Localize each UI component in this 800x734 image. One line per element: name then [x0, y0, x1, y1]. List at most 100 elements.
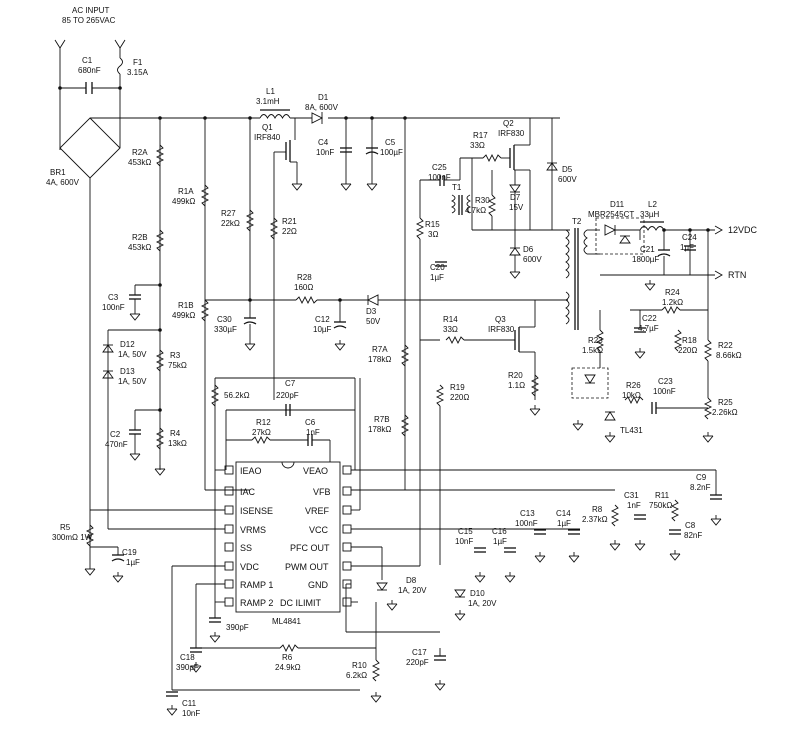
c11-val: 10nF: [182, 709, 200, 718]
c22-val: 4.7µF: [638, 324, 659, 333]
r10-val: 6.2kΩ: [346, 671, 367, 680]
c4-ref: C4: [318, 138, 329, 147]
r2b-ref: R2B: [132, 233, 148, 242]
out-12v: 12VDC: [728, 225, 758, 235]
r27-val: 22kΩ: [221, 219, 240, 228]
r30-val: 4.7kΩ: [465, 206, 486, 215]
d12-ref: D12: [120, 340, 135, 349]
d10-val: 1A, 20V: [468, 599, 497, 608]
l2-ref: L2: [648, 200, 657, 209]
br1-val: 4A, 600V: [46, 178, 80, 187]
c5-ref: C5: [385, 138, 396, 147]
r22-val: 8.66kΩ: [716, 351, 742, 360]
c7-val: 220pF: [276, 391, 299, 400]
ic-right-pins: [342, 465, 352, 607]
c16-ref: C16: [492, 527, 507, 536]
c14-val: 1µF: [557, 519, 571, 528]
c30-val: 330µF: [214, 325, 237, 334]
d13-val: 1A, 50V: [118, 377, 147, 386]
r1a-val: 499kΩ: [172, 197, 195, 206]
r26-ref: R26: [626, 381, 641, 390]
c4-val: 10nF: [316, 148, 334, 157]
q2-ref: Q2: [503, 119, 514, 128]
r29-val: 56.2kΩ: [224, 391, 250, 400]
c19-ref: C19: [122, 548, 137, 557]
c15-val: 10nF: [455, 537, 473, 546]
c22-ref: C22: [642, 314, 657, 323]
d6-ref: D6: [523, 245, 534, 254]
c13-ref: C13: [520, 509, 535, 518]
pin-ramp2: RAMP 2: [240, 598, 273, 608]
c25-val: 100nF: [428, 173, 451, 182]
r15-val: 3Ω: [428, 230, 438, 239]
c1-val: 680nF: [78, 66, 101, 75]
r21-val: 22Ω: [282, 227, 297, 236]
ic-left-pins: [224, 465, 234, 607]
ic-pin-labels: IEAO IAC ISENSE VRMS SS VDC RAMP 1 RAMP …: [240, 466, 331, 608]
d3-ref: D3: [366, 307, 377, 316]
d13-ref: D13: [120, 367, 135, 376]
d7-val: 15V: [509, 203, 524, 212]
r15-ref: R15: [425, 220, 440, 229]
pin-ss: SS: [240, 543, 252, 553]
br1-ref: BR1: [50, 168, 66, 177]
d12-val: 1A, 50V: [118, 350, 147, 359]
input-title: AC INPUT: [72, 6, 109, 15]
c6-ref: C6: [305, 418, 316, 427]
c14-ref: C14: [556, 509, 571, 518]
c23-val: 100nF: [653, 387, 676, 396]
pin-isense: ISENSE: [240, 506, 273, 516]
c18-val: 390pF: [176, 663, 199, 672]
r18-ref: R18: [682, 336, 697, 345]
d8-val: 1A, 20V: [398, 586, 427, 595]
c15-ref: C15: [458, 527, 473, 536]
c9-val: 8.2nF: [690, 483, 711, 492]
r28-ref: R28: [297, 273, 312, 282]
r12-val: 27kΩ: [252, 428, 271, 437]
c1-ref: C1: [82, 56, 93, 65]
c18-ref: C18: [180, 653, 195, 662]
r18-val: 220Ω: [678, 346, 697, 355]
r5-ref: R5: [60, 523, 71, 532]
r7b-val: 178kΩ: [368, 425, 391, 434]
r8-ref: R8: [592, 505, 603, 514]
pin-gnd: GND: [308, 580, 329, 590]
r4-val: 13kΩ: [168, 439, 187, 448]
r20-ref: R20: [508, 371, 523, 380]
q3-val: IRF830: [488, 325, 515, 334]
q1-val: IRF840: [254, 133, 281, 142]
d1-ref: D1: [318, 93, 329, 102]
c16-val: 1µF: [493, 537, 507, 546]
d7-ref: D7: [510, 193, 521, 202]
pin-ramp1: RAMP 1: [240, 580, 273, 590]
ic-name: ML4841: [272, 617, 301, 626]
r11-val: 750kΩ: [649, 501, 672, 510]
r1a-ref: R1A: [178, 187, 194, 196]
r25-ref: R25: [718, 398, 733, 407]
r22-ref: R22: [718, 341, 733, 350]
c13-val: 100nF: [515, 519, 538, 528]
q2-val: IRF830: [498, 129, 525, 138]
r1b-ref: R1B: [178, 301, 194, 310]
c3-val: 100nF: [102, 303, 125, 312]
c2-ref: C2: [110, 430, 121, 439]
r17-val: 33Ω: [470, 141, 485, 150]
c24-val: 1µF: [680, 243, 694, 252]
c21-ref: C21: [640, 245, 655, 254]
c7-ref: C7: [285, 379, 296, 388]
c12-ref: C12: [315, 315, 330, 324]
r23-val: 1.5kΩ: [582, 346, 603, 355]
c20-ref: C20: [430, 263, 445, 272]
r2a-val: 453kΩ: [128, 158, 151, 167]
r8-val: 2.37kΩ: [582, 515, 608, 524]
r1b-val: 499kΩ: [172, 311, 195, 320]
r7a-val: 178kΩ: [368, 355, 391, 364]
r21-ref: R21: [282, 217, 297, 226]
d5-ref: D5: [562, 165, 573, 174]
r6-ref: R6: [282, 653, 293, 662]
d6-val: 600V: [523, 255, 542, 264]
c12-val: 10µF: [313, 325, 332, 334]
tl431-ref: TL431: [620, 426, 643, 435]
d11-ref: D11: [610, 200, 625, 209]
